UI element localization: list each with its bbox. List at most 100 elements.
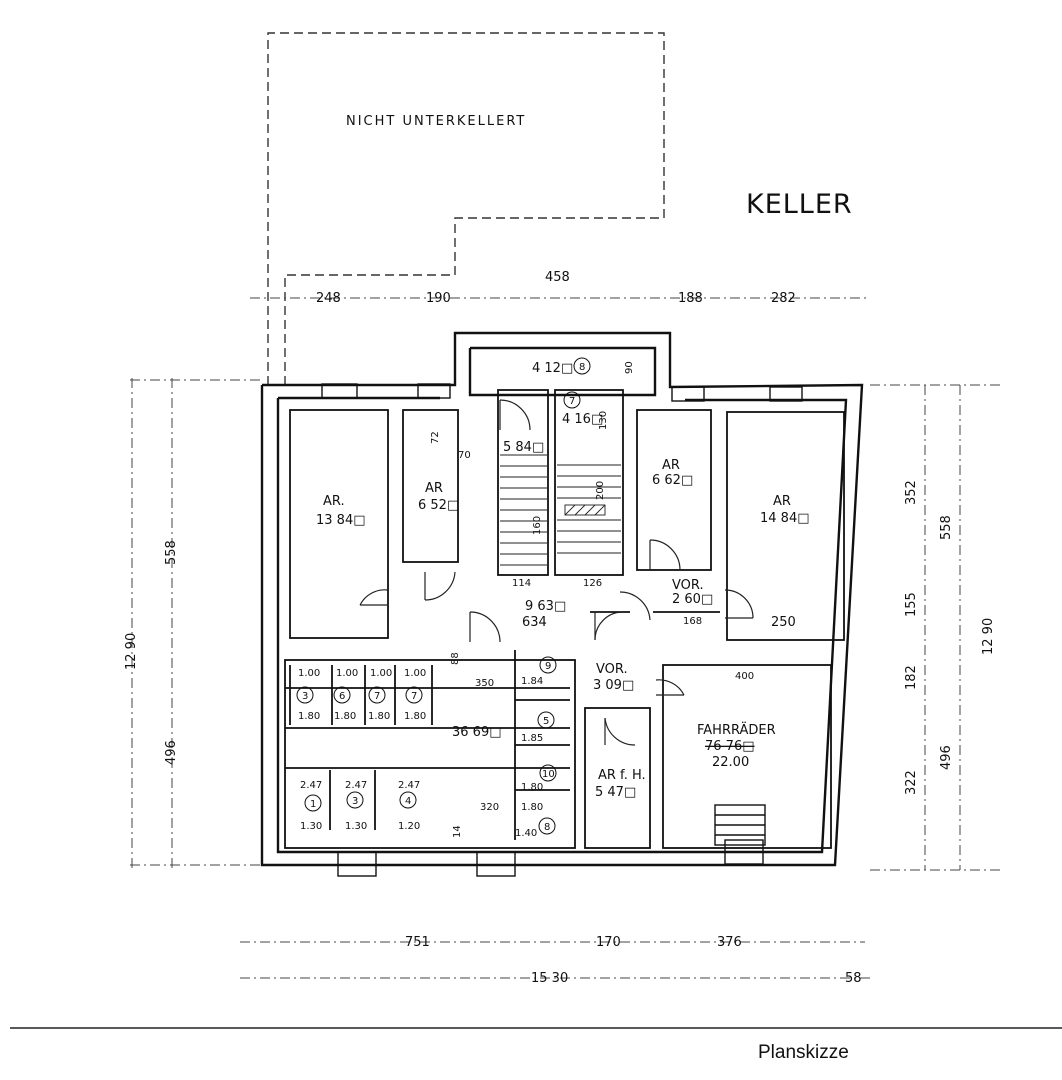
area-label: 4 16□	[562, 412, 603, 427]
area-label: 5 84□	[503, 440, 544, 455]
room-area: 5 47□	[595, 785, 636, 800]
dimension-top: 248	[316, 291, 341, 306]
dimension-inner: 634	[522, 615, 547, 630]
room-label: FAHRRÄDER	[697, 722, 776, 738]
cell-dim: 1.30	[345, 821, 367, 832]
dimension-bottom: 751	[405, 935, 430, 950]
compartment-number: 4	[405, 796, 411, 807]
dimension-inner: 130	[598, 411, 609, 430]
compartment-number: 8	[579, 362, 585, 373]
dimension-right: 155	[904, 592, 919, 617]
dimension-top: 458	[545, 270, 570, 285]
room-label: VOR.	[672, 578, 704, 593]
dimension-bottom: 376	[717, 935, 742, 950]
dimension-inner: 168	[683, 616, 702, 627]
cell-dim: 1.85	[521, 733, 543, 744]
cell-dim: 1.84	[521, 676, 543, 687]
dimension-inner: 350	[475, 678, 494, 689]
dimension-left: 496	[164, 740, 179, 765]
not-basement-note: NICHT UNTERKELLERT	[346, 114, 526, 129]
room-label: VOR.	[596, 662, 628, 677]
cell-dim: 2.47	[300, 780, 322, 791]
room-label: AR	[425, 481, 443, 496]
dimension-inner: 126	[583, 578, 602, 589]
dimension-bottom: 15 30	[531, 971, 568, 986]
cell-dim: 1.80	[298, 711, 320, 722]
dimension-inner: 14	[452, 825, 463, 838]
dimension-bottom: 170	[596, 935, 621, 950]
compartment-number: 10	[542, 769, 555, 780]
room-area: 13 84□	[316, 513, 366, 528]
dimension-right: 182	[904, 665, 919, 690]
cell-dim: 1.00	[336, 668, 358, 679]
dimension-bottom: 58	[845, 971, 862, 986]
compartment-number: 5	[543, 716, 549, 727]
dimension-inner: 70	[458, 450, 471, 461]
cell-dim: 1.00	[404, 668, 426, 679]
room-area: 6 52□	[418, 498, 459, 513]
dimension-left: 12 90	[124, 633, 139, 670]
dimension-right: 496	[939, 745, 954, 770]
room-label: AR.	[323, 494, 345, 509]
cell-dim: 1.00	[298, 668, 320, 679]
dimension-top: 190	[426, 291, 451, 306]
room-label: AR	[662, 458, 680, 473]
compartment-number: 1	[310, 799, 316, 810]
room-walls	[284, 389, 845, 849]
compartment-number: 7	[374, 691, 380, 702]
dimension-right: 558	[939, 515, 954, 540]
plan-caption: Planskizze	[758, 1042, 849, 1063]
room-area: 76 76□	[705, 739, 755, 754]
compartment-number: 3	[352, 796, 358, 807]
compartment-number: 3	[302, 691, 308, 702]
compartment-markers	[296, 357, 591, 835]
room-area: 2 60□	[672, 592, 713, 607]
dimension-inner: 200	[595, 481, 606, 500]
room-area: 6 62□	[652, 473, 693, 488]
compartment-number: 8	[544, 822, 550, 833]
dimension-inner: 90	[624, 361, 635, 374]
area-label: 36 69□	[452, 725, 502, 740]
cell-dim: 1.80	[368, 711, 390, 722]
dimension-inner: 114	[512, 578, 531, 589]
room-area: 14 84□	[760, 511, 810, 526]
dimension-inner: 88	[450, 652, 461, 665]
compartment-number: 6	[339, 691, 345, 702]
room-area: 3 09□	[593, 678, 634, 693]
cell-dim: 1.80	[521, 782, 543, 793]
cell-dim: 1.80	[334, 711, 356, 722]
dimension-inner: 250	[771, 615, 796, 630]
compartment-number: 9	[545, 661, 551, 672]
cell-dim: 1.00	[370, 668, 392, 679]
cell-dim: 2.47	[398, 780, 420, 791]
dimension-inner: 320	[480, 802, 499, 813]
cell-dim: 1.80	[404, 711, 426, 722]
staircase	[500, 454, 621, 566]
dimension-inner: 160	[532, 516, 543, 535]
dimension-inner: 72	[430, 431, 441, 444]
dimension-lines	[130, 297, 1000, 979]
room-label: AR	[773, 494, 791, 509]
dimension-top: 282	[771, 291, 796, 306]
dimension-right: 12 90	[981, 618, 996, 655]
window-wells	[321, 383, 803, 877]
non-basement-outline	[267, 32, 665, 385]
door-swings	[359, 399, 754, 746]
dimension-inner: 400	[735, 671, 754, 682]
cell-dim: 1.80	[521, 802, 543, 813]
dimension-right: 322	[904, 770, 919, 795]
outer-walls	[260, 331, 864, 867]
dimension-right: 352	[904, 480, 919, 505]
room-label: AR f. H.	[598, 768, 646, 783]
plan-title: KELLER	[746, 189, 853, 220]
area-label: 4 12□	[532, 361, 573, 376]
room-area-revised: 22.00	[712, 755, 749, 770]
dimension-left: 558	[164, 540, 179, 565]
area-label: 9 63□	[525, 599, 566, 614]
dimension-top: 188	[678, 291, 703, 306]
compartment-number: 7	[411, 691, 417, 702]
compartment-number: 7	[569, 396, 575, 407]
cell-dim: 1.40	[515, 828, 537, 839]
cell-dim: 2.47	[345, 780, 367, 791]
